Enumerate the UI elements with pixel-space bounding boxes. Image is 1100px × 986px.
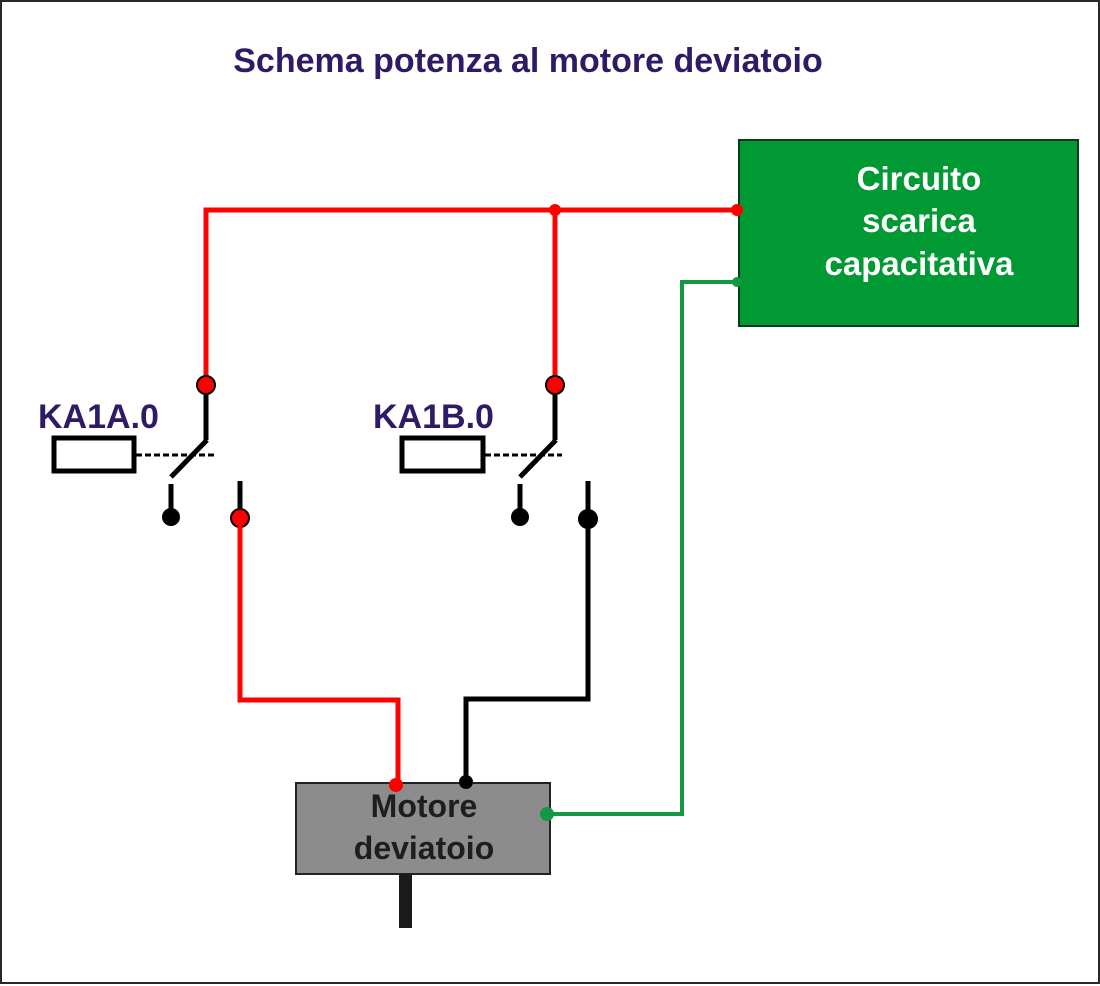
relay-a: KA1A.0 (38, 375, 250, 528)
relay-b-coil-icon (399, 435, 486, 474)
discharge-circuit-label-line3: capacitativa (825, 245, 1015, 282)
motor-label-line1: Motore (371, 788, 478, 824)
relay-a-label: KA1A.0 (38, 398, 159, 436)
wire-supply-bus (203, 207, 739, 385)
relay-b-common-terminal (545, 375, 565, 395)
discharge-circuit-rect (738, 139, 1079, 327)
discharge-circuit-box: Circuito scarica capacitativa (738, 139, 1079, 327)
junction-dot-supply (549, 204, 561, 216)
junction-dot-discharge-return (732, 277, 742, 287)
relay-b: KA1B.0 (373, 375, 598, 529)
motor-rect (295, 782, 551, 875)
motor-label-line2: deviatoio (354, 830, 494, 866)
motor-terminal-red (389, 778, 403, 792)
discharge-circuit-label-line2: scarica (862, 202, 976, 239)
junction-dot-discharge-out (731, 204, 743, 216)
motor-shaft-icon (399, 874, 412, 928)
wire-relay-b-to-motor (463, 519, 591, 784)
motor-terminal-black (459, 775, 473, 789)
relay-a-nc-terminal (162, 508, 180, 526)
relay-b-switch-blade (518, 438, 558, 479)
wire-relay-a-to-motor (237, 518, 401, 785)
relay-b-label: KA1B.0 (373, 398, 494, 436)
motor-box: Motore deviatoio (295, 775, 554, 928)
discharge-circuit-label-line1: Circuito (857, 160, 982, 197)
relay-a-switch-blade (169, 438, 209, 479)
relay-a-coil-icon (51, 435, 137, 474)
wire-discharge-to-motor (547, 280, 739, 816)
relay-b-nc-terminal (511, 508, 529, 526)
diagram-title: Schema potenza al motore deviatoio (233, 42, 822, 80)
motor-terminal-green (540, 807, 554, 821)
relay-a-common-terminal (196, 375, 216, 395)
